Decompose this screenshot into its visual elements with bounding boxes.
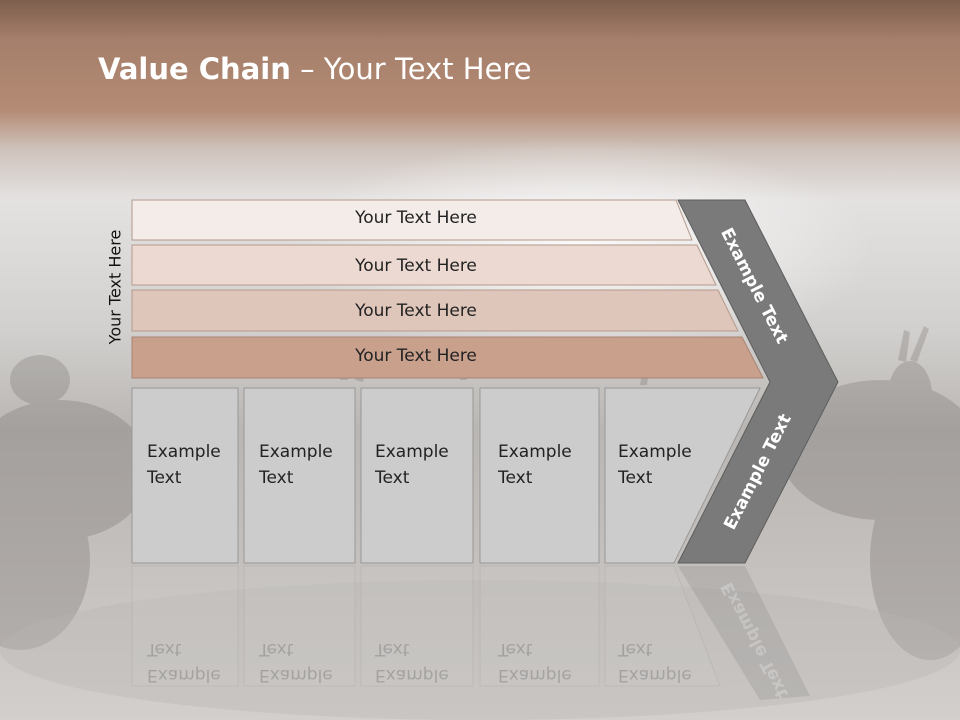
bar-3 [131, 289, 739, 332]
chevron [677, 199, 839, 564]
box-3 [360, 387, 474, 564]
title-rest: – Your Text Here [290, 52, 532, 86]
bar-2 [131, 244, 717, 286]
box-2-line1: Example [259, 442, 333, 462]
title-bold: Value Chain [98, 52, 291, 86]
slide-title: Value Chain – Your Text Here [98, 52, 532, 86]
box-3-line2: Text [375, 468, 410, 488]
bar-4-label: Your Text Here [355, 346, 477, 366]
bar-3-label: Your Text Here [355, 301, 477, 321]
bar-4 [131, 336, 764, 379]
bar-1 [131, 199, 693, 241]
box-4 [479, 387, 600, 564]
box-2-line2: Text [259, 468, 294, 488]
box-1 [131, 387, 239, 564]
box-1-line2: Text [147, 468, 182, 488]
bar-2-label: Your Text Here [355, 256, 477, 276]
box-3-line1: Example [375, 442, 449, 462]
box-5-line2: Text [618, 468, 653, 488]
box-4-line2: Text [498, 468, 533, 488]
box-5-line1: Example [618, 442, 692, 462]
bar-1-label: Your Text Here [355, 208, 477, 228]
box-1-line1: Example [147, 442, 221, 462]
box-4-line1: Example [498, 442, 572, 462]
box-2 [243, 387, 356, 564]
box-5 [604, 387, 761, 564]
